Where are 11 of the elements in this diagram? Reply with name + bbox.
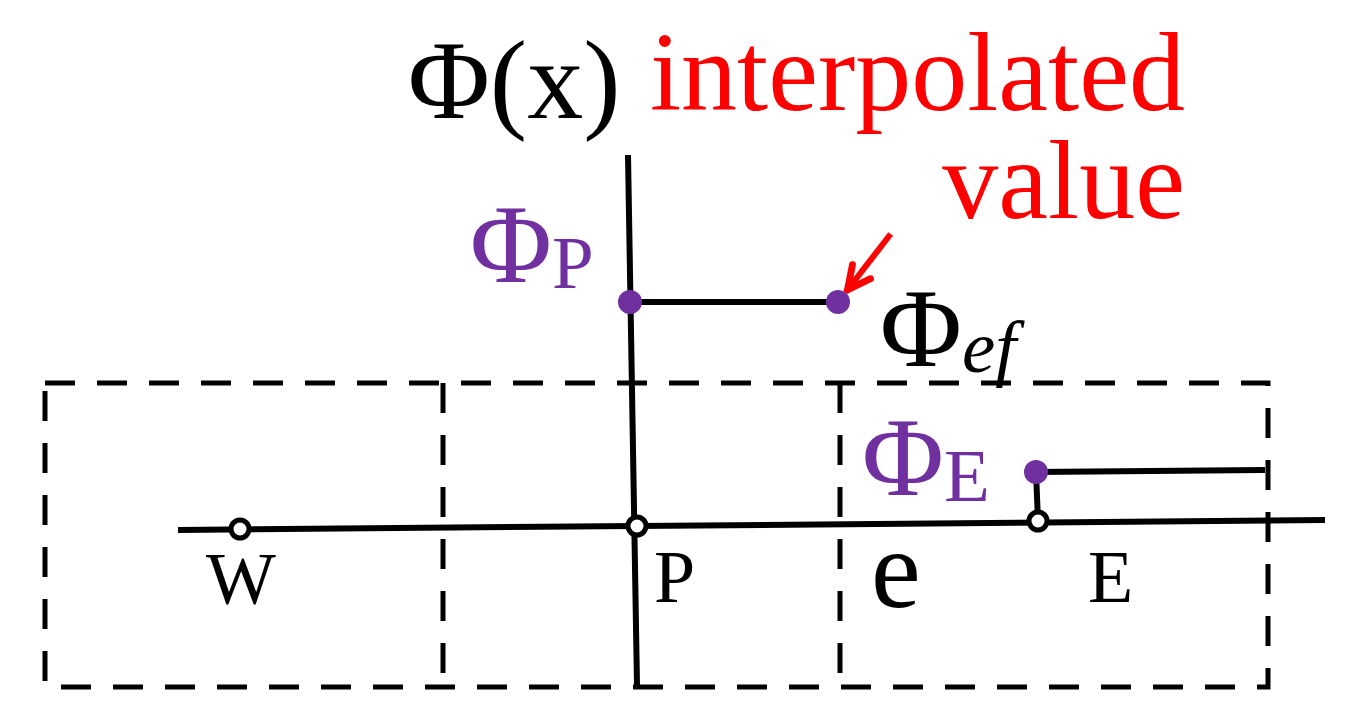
node-label: P — [654, 540, 696, 614]
value-dot-icon — [826, 290, 850, 314]
annotation-label: interpolated value — [650, 18, 1185, 234]
face-label: e — [871, 529, 921, 610]
value-label: Φ$_{P}$ — [470, 188, 594, 300]
node-label: E — [1088, 540, 1134, 614]
value-label: Φ$_{ef}$ — [880, 264, 1039, 401]
node-label: W — [206, 542, 276, 616]
axis-label: Φ(x) — [408, 17, 622, 144]
value-label: Φ$_{E}$ — [862, 401, 990, 513]
leader-arrow — [843, 232, 894, 295]
